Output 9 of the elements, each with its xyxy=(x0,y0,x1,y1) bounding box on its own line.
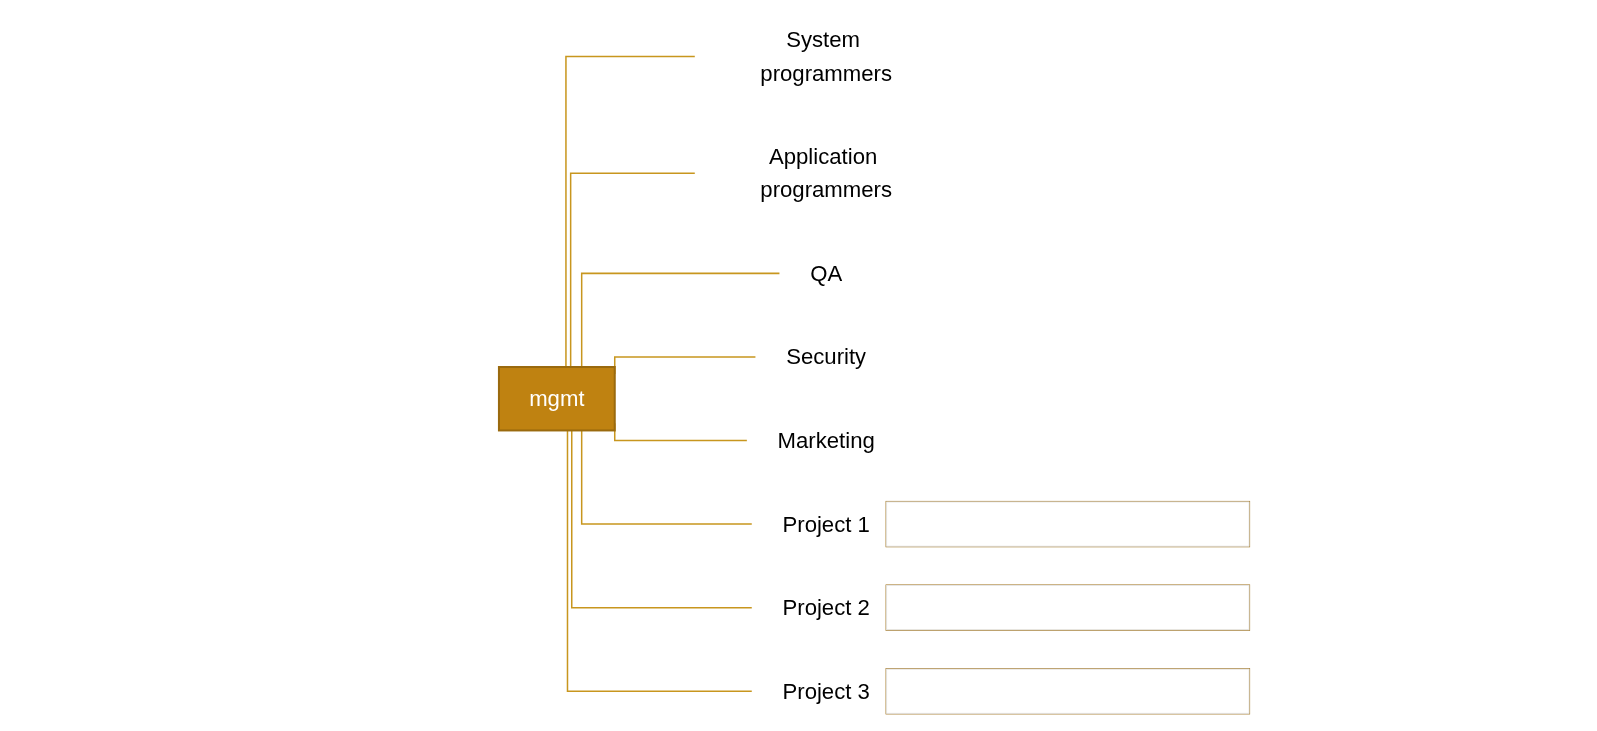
node-text: Project 3 xyxy=(782,678,870,704)
node-text: Application programmers xyxy=(760,143,893,203)
node-text: System programmers xyxy=(760,27,893,86)
node-box: mgmt xyxy=(497,366,616,432)
node-text: Project 1 xyxy=(782,511,870,537)
node-text: Marketing xyxy=(777,427,875,454)
node-text: QA xyxy=(810,260,843,286)
node-text: Project 2 xyxy=(782,595,870,621)
node-text: Security xyxy=(786,344,867,370)
